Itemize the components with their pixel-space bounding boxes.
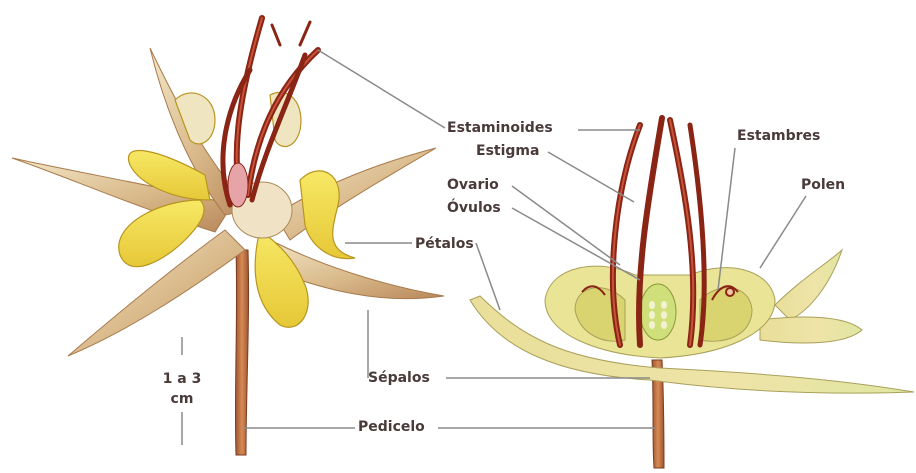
right-flower bbox=[470, 118, 914, 468]
left-flower bbox=[12, 18, 444, 455]
scale-label: 1 a 3 cm bbox=[152, 369, 212, 409]
label-ovario: Ovario bbox=[447, 177, 499, 193]
label-estambres: Estambres bbox=[737, 128, 820, 144]
label-petalos: Pétalos bbox=[415, 236, 474, 252]
label-polen: Polen bbox=[801, 177, 845, 193]
scale-line-1: 1 a 3 bbox=[152, 369, 212, 389]
label-sepalos: Sépalos bbox=[368, 370, 430, 386]
left-pink-spot bbox=[228, 163, 248, 207]
label-ovulos: Óvulos bbox=[447, 200, 501, 216]
label-estaminoides: Estaminoides bbox=[447, 120, 553, 136]
scale-line-2: cm bbox=[152, 389, 212, 409]
label-pedicelo: Pedicelo bbox=[358, 419, 425, 435]
right-ovary bbox=[640, 284, 676, 340]
label-estigma: Estigma bbox=[476, 143, 539, 159]
left-pedicel bbox=[235, 250, 248, 455]
